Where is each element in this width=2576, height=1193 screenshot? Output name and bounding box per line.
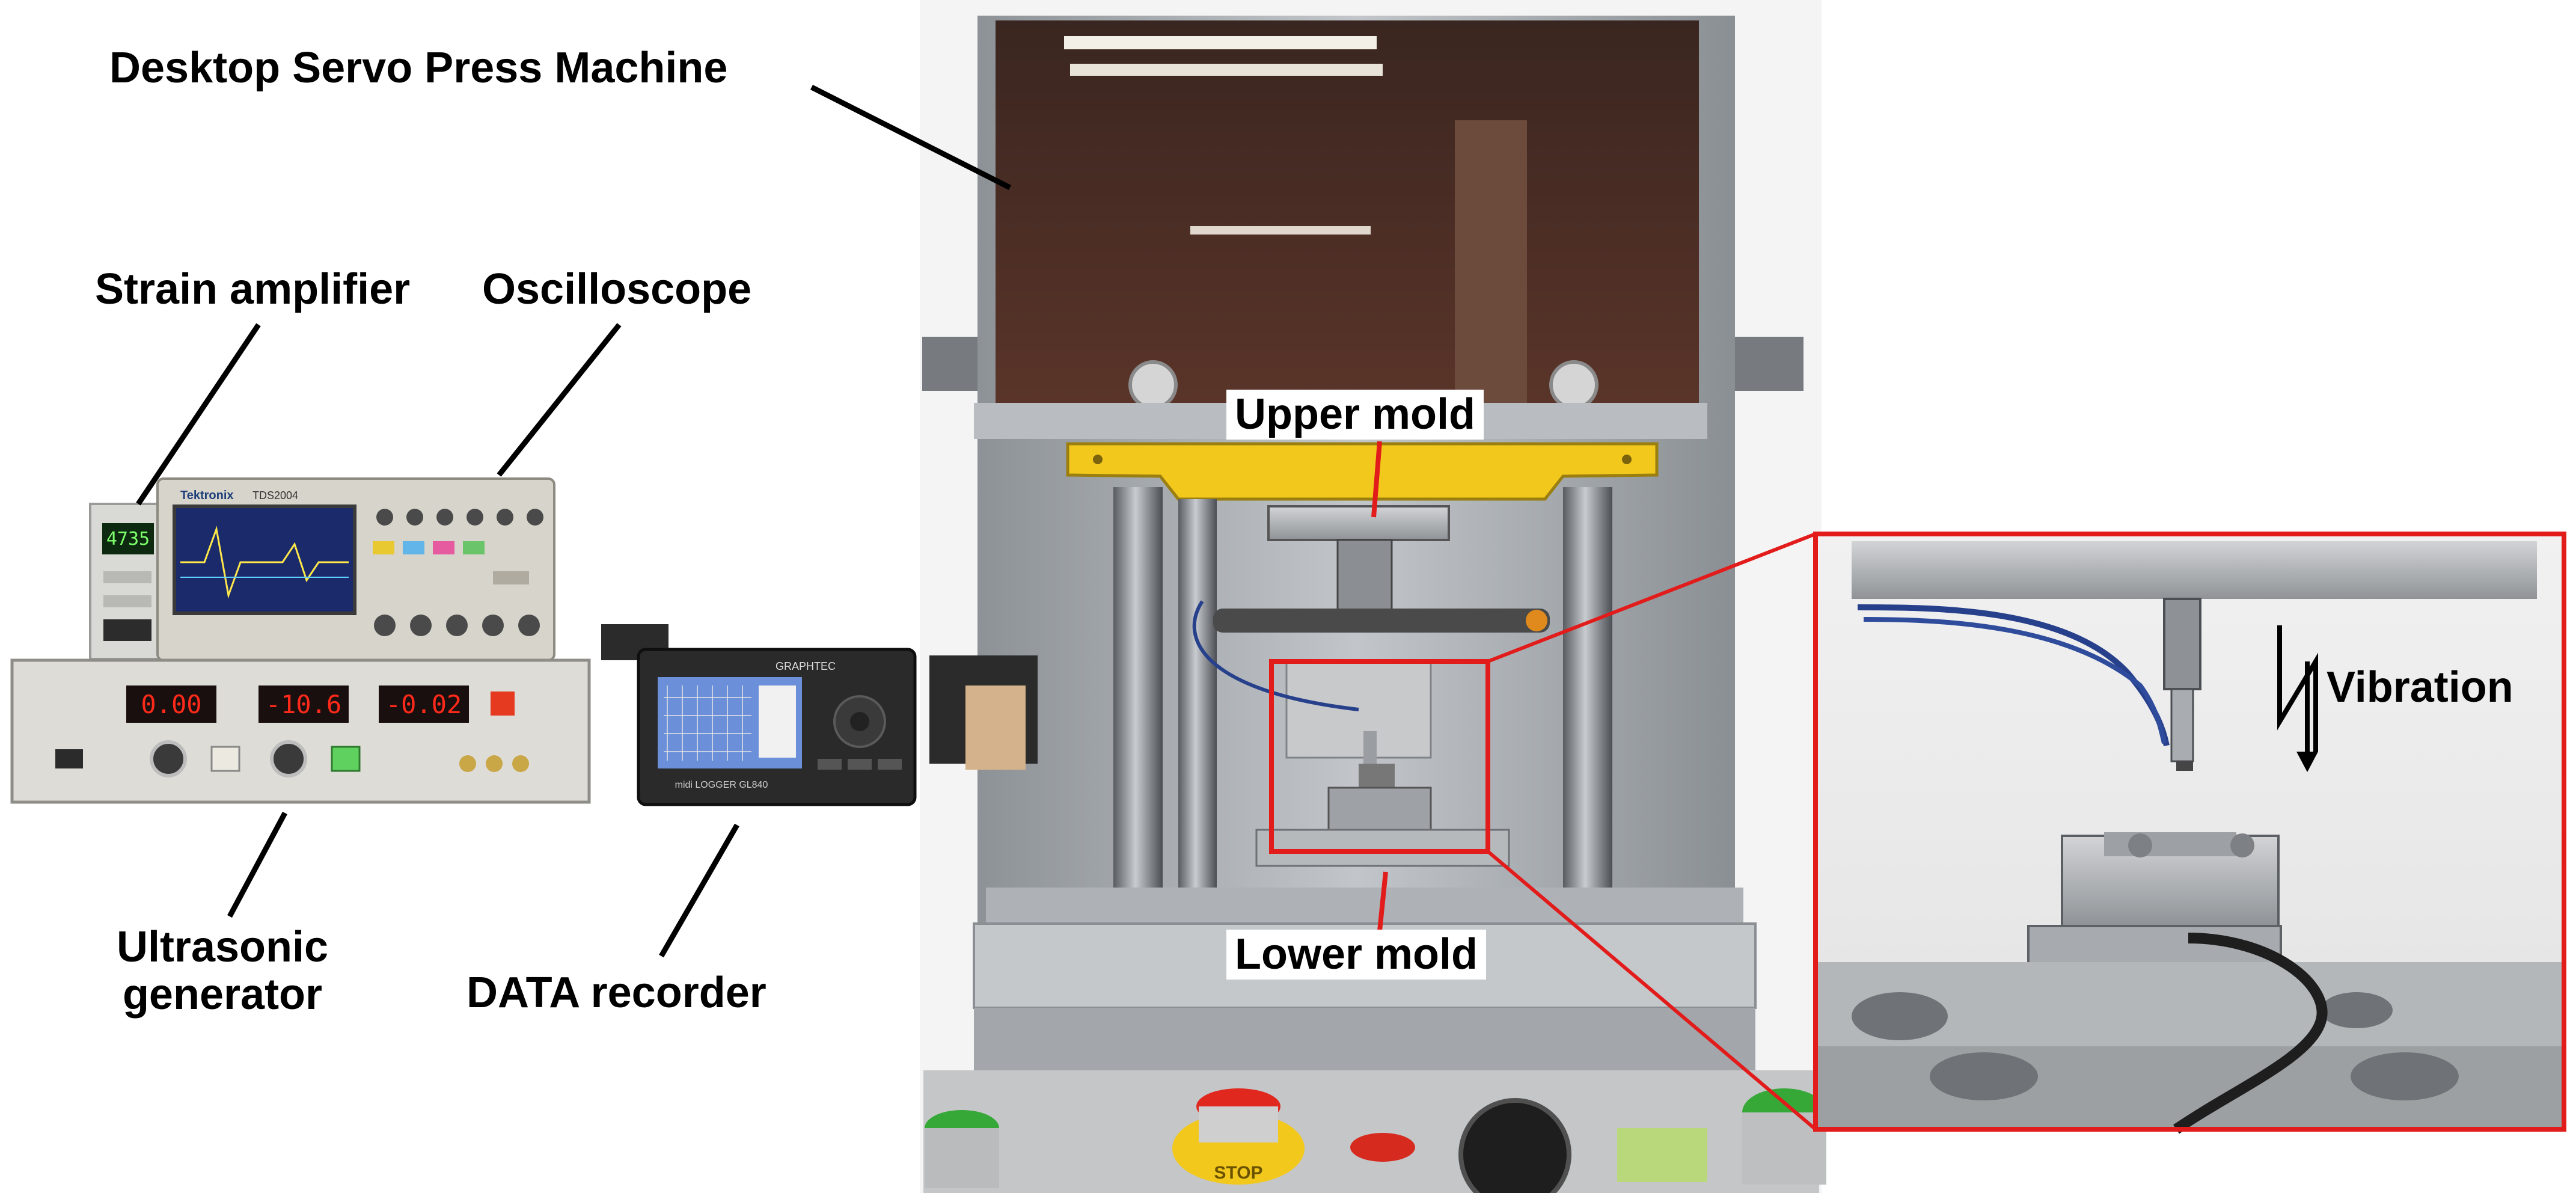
oscilloscope-screen [173, 504, 356, 615]
stop-label: STOP [1214, 1163, 1262, 1183]
yellow-crossbar [1066, 442, 1659, 501]
leader-generator [227, 811, 287, 918]
callout-line-top [1487, 532, 1817, 663]
guide-column-left [1113, 487, 1163, 896]
recorder-brand: GRAPHTEC [776, 660, 836, 672]
label-strain-amplifier: Strain amplifier [95, 265, 411, 313]
leader-strain [136, 323, 261, 506]
leader-upper-mold [1371, 441, 1382, 518]
oscilloscope-brand: Tektronix [180, 489, 234, 502]
press-machine: STOP [920, 0, 1826, 1193]
mold-highlight-box [1269, 659, 1490, 854]
inset-frame [1813, 532, 2566, 1132]
label-desktop-servo-press: Desktop Servo Press Machine [109, 44, 728, 92]
label-lower-mold: Lower mold [1226, 930, 1487, 980]
generator-display-amplitude: -10.6 [266, 690, 341, 719]
label-ultrasonic-generator: Ultrasonic generator [116, 923, 329, 1019]
oscilloscope-model: TDS2004 [252, 489, 298, 501]
strain-amplifier: 4735 [89, 503, 164, 660]
oscilloscope: Tektronix TDS2004 [156, 477, 555, 661]
generator-display-frequency: 0.00 [141, 690, 201, 719]
upper-mold-plate [1267, 505, 1450, 541]
callout-line-bottom [1487, 850, 1817, 1131]
guide-column-right [1563, 487, 1612, 896]
ultrasonic-generator: 0.00 -10.6 -0.02 [10, 658, 591, 804]
label-data-recorder: DATA recorder [467, 969, 766, 1017]
leader-press [810, 84, 1012, 191]
label-oscilloscope: Oscilloscope [482, 265, 752, 313]
handwheel [1458, 1098, 1571, 1193]
mold-close-up [1816, 534, 2564, 1134]
label-upper-mold: Upper mold [1226, 390, 1484, 440]
vibration-arrow-icon [2277, 625, 2318, 752]
leader-recorder [659, 823, 739, 958]
label-vibration: Vibration [2327, 663, 2513, 711]
generator-display-power: -0.02 [386, 690, 462, 719]
inset-upper-plate [1852, 541, 2537, 599]
recorder-model: midi LOGGER GL840 [675, 780, 768, 790]
leader-oscilloscope [497, 323, 622, 477]
alarm-lamp [491, 692, 515, 716]
data-recorder: GRAPHTEC midi LOGGER GL840 [601, 624, 917, 806]
press-window [996, 20, 1699, 405]
strain-display-readout: 4735 [106, 529, 150, 550]
leader-lower-mold [1377, 871, 1388, 931]
